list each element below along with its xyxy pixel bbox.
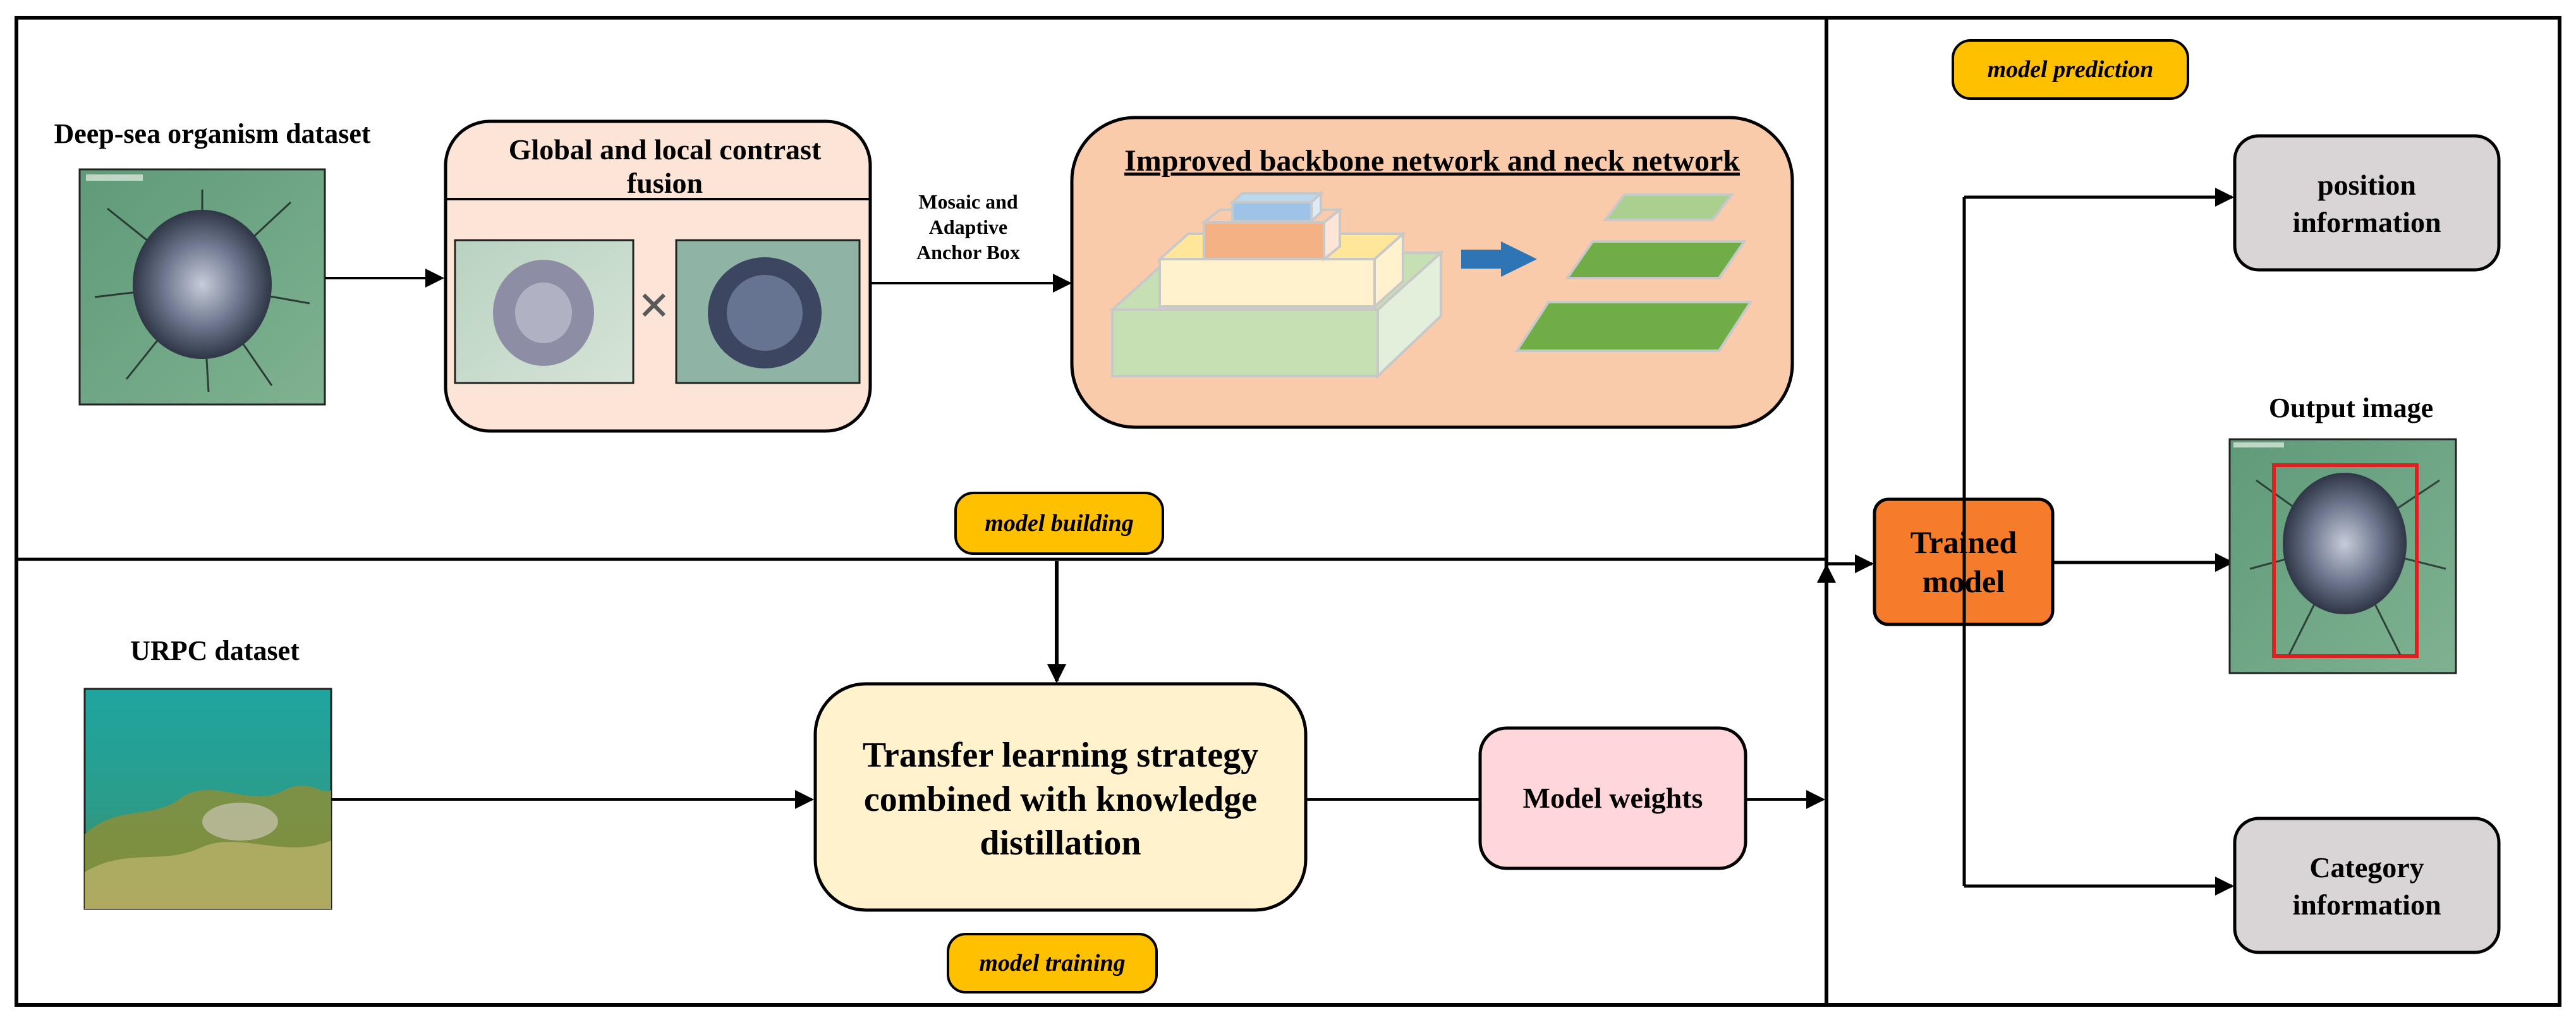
model-building-tag: model building bbox=[954, 492, 1164, 555]
transfer-line1: Transfer learning strategy bbox=[863, 736, 1258, 775]
fusion-title-line1: Global and local contrast bbox=[509, 133, 822, 166]
transfer-line2: combined with knowledge bbox=[864, 780, 1257, 819]
mosaic-label-line1: Mosaic and bbox=[918, 190, 1018, 213]
mosaic-label-line2: Adaptive bbox=[929, 216, 1007, 238]
svg-text:model prediction: model prediction bbox=[1988, 56, 2154, 83]
blue-arrow-icon bbox=[1461, 241, 1537, 277]
svg-text:model building: model building bbox=[985, 510, 1133, 537]
deep-sea-dataset-label: Deep-sea organism dataset bbox=[54, 118, 370, 149]
category-line2: information bbox=[2292, 889, 2441, 921]
backbone-title: Improved backbone network and neck netwo… bbox=[1124, 144, 1740, 178]
model-weights-block: Model weights bbox=[1478, 726, 1747, 870]
urpc-dataset-label: URPC dataset bbox=[130, 635, 300, 666]
output-image-label: Output image bbox=[2269, 392, 2433, 423]
urpc-image bbox=[83, 688, 332, 910]
detection-box bbox=[2272, 463, 2419, 658]
transfer-learning-block: Transfer learning strategy combined with… bbox=[813, 682, 1308, 912]
output-image bbox=[2228, 438, 2457, 674]
model-prediction-tag: model prediction bbox=[1952, 39, 2189, 100]
svg-text:model training: model training bbox=[979, 950, 1125, 976]
fusion-block: Global and local contrast fusion × bbox=[444, 119, 872, 433]
transfer-line3: distillation bbox=[980, 823, 1141, 863]
svg-text:Model weights: Model weights bbox=[1523, 782, 1703, 814]
category-line1: Category bbox=[2309, 851, 2424, 884]
backbone-block: Improved backbone network and neck netwo… bbox=[1070, 116, 1794, 429]
deep-sea-image bbox=[78, 168, 326, 406]
fusion-title-line2: fusion bbox=[627, 167, 703, 199]
neck-feature-layers bbox=[1514, 193, 1753, 352]
multiply-sign: × bbox=[638, 275, 670, 336]
position-info-block: position information bbox=[2233, 134, 2501, 272]
model-training-tag: model training bbox=[947, 933, 1158, 994]
fusion-image-left bbox=[454, 239, 635, 384]
category-info-block: Category information bbox=[2233, 817, 2501, 954]
backbone-3d-blocks bbox=[1109, 190, 1445, 379]
fusion-image-right bbox=[675, 239, 861, 384]
position-line2: information bbox=[2292, 206, 2441, 238]
mosaic-label-line3: Anchor Box bbox=[916, 241, 1020, 264]
outer-frame bbox=[15, 16, 2561, 1007]
position-line1: position bbox=[2318, 169, 2416, 201]
